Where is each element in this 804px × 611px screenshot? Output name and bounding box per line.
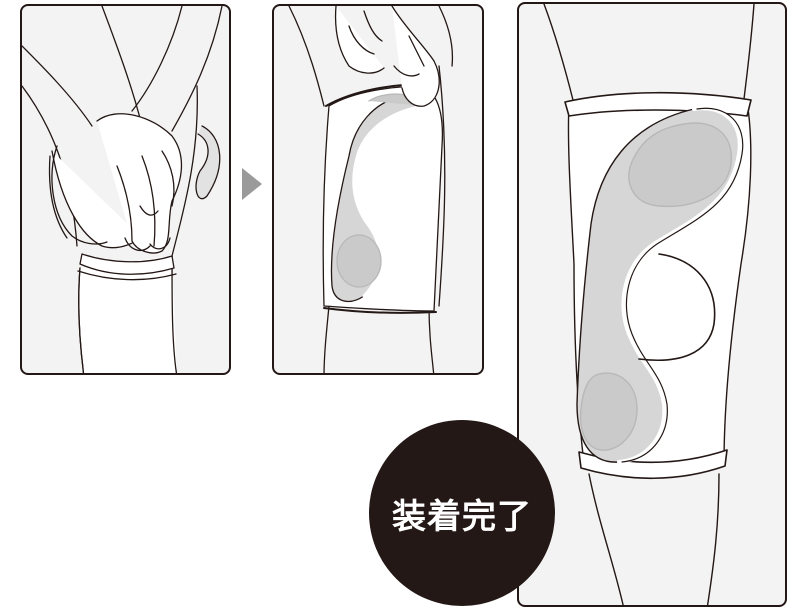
hands-pulling-sleeve-over-knee-illustration — [22, 6, 223, 373]
triangle-right-icon — [242, 168, 262, 200]
step-2-panel — [272, 4, 484, 375]
hands-adjusting-sleeve-top-illustration — [288, 6, 454, 373]
completion-badge: 装着完了 — [369, 420, 555, 606]
step-1-panel — [20, 4, 231, 375]
completion-badge-text: 装着完了 — [392, 496, 532, 537]
knee-sleeve-worn-closeup-illustration — [543, 4, 755, 605]
step-3-panel — [517, 2, 787, 607]
